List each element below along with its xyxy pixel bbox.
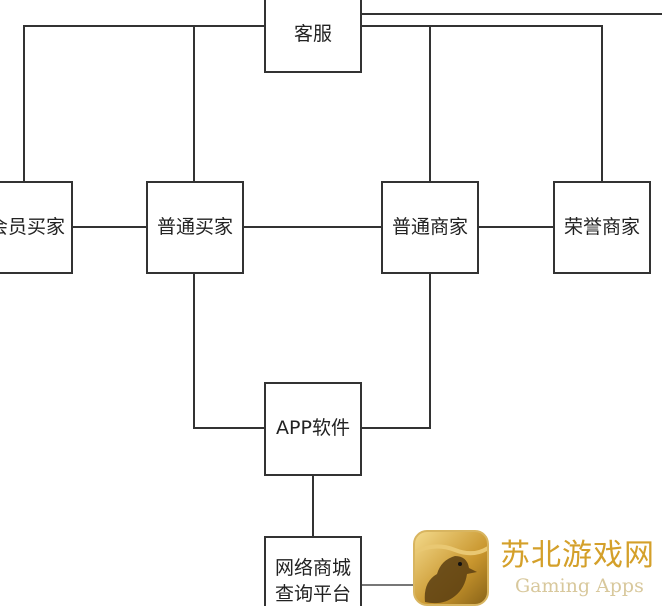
connector bbox=[23, 25, 264, 181]
connector bbox=[193, 273, 264, 429]
node-normal-merchant: 普通商家 bbox=[381, 181, 479, 274]
connector bbox=[361, 25, 603, 181]
node-app: APP软件 bbox=[264, 382, 362, 476]
watermark-title: 苏北游戏网 bbox=[500, 538, 655, 573]
node-normal-buyer: 普通买家 bbox=[146, 181, 244, 274]
connector bbox=[361, 273, 431, 429]
node-label: APP软件 bbox=[276, 417, 350, 440]
node-label: 会员买家 bbox=[0, 215, 65, 238]
node-label: 普通商家 bbox=[391, 215, 468, 238]
watermark-bird-icon bbox=[413, 530, 489, 606]
node-honor-merchant: 荣誉商家 bbox=[553, 181, 651, 274]
node-query-platform: 网络商城 查询平台 bbox=[264, 536, 362, 606]
node-customer-service: 客服 bbox=[264, 0, 362, 73]
node-label: 网络商城 bbox=[274, 557, 351, 579]
node-vip-buyer: 会员买家 bbox=[0, 181, 73, 274]
node-label: 普通买家 bbox=[156, 215, 233, 238]
node-label: 查询平台 bbox=[274, 582, 351, 605]
node-label: 荣誉商家 bbox=[563, 215, 640, 238]
node-label: 客服 bbox=[293, 23, 332, 46]
watermark-subtitle: Gaming Apps bbox=[515, 575, 644, 597]
